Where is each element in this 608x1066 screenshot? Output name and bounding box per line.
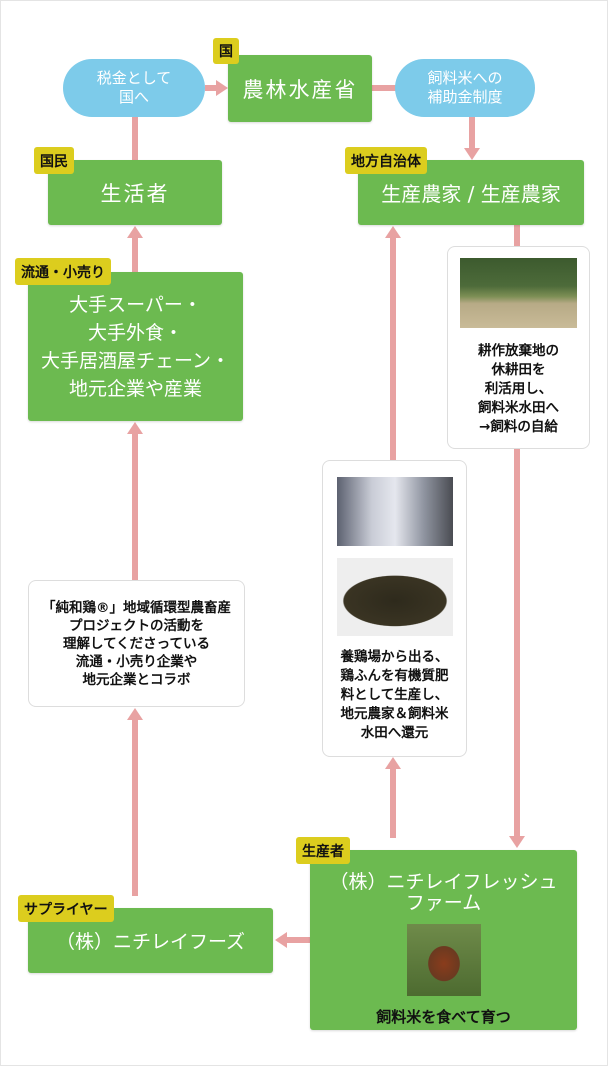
arrow-head-ministry <box>216 80 228 96</box>
chicken-manure-fertilizer-photo <box>336 558 453 636</box>
tax-bubble: 税金として 国へ <box>63 59 205 117</box>
connector-supplier-to-collab <box>132 718 138 896</box>
subsidy-bubble: 飼料米への 補助金制度 <box>395 59 535 117</box>
arrow-head-retail <box>127 422 143 434</box>
producer-tag: 生産者 <box>296 837 350 864</box>
manure-note-text: 養鶏場から出る、 鶏ふんを有機質肥 料として生産し、 地元農家＆飼料米 水田へ還… <box>340 649 449 741</box>
connector-collab-to-retail <box>132 432 138 581</box>
farmland-note-text: 耕作放棄地の 休耕田を 利活用し、 飼料米水田へ →飼料の自給 <box>478 343 559 435</box>
ministry-tag: 国 <box>213 38 239 64</box>
composting-machine-photo <box>336 477 453 546</box>
arrow-head-farmers-up <box>385 226 401 238</box>
connector-manure-to-farmers <box>390 237 396 461</box>
connector-tax-to-citizens <box>132 115 138 162</box>
retail-label: 大手スーパー・ 大手外食・ 大手居酒屋チェーン・ 地元企業や産業 <box>40 293 231 400</box>
connector-ministry-to-subsidy <box>372 85 396 91</box>
chicken-photo <box>406 924 481 996</box>
connector-tax-to-ministry <box>205 85 217 91</box>
supplier-tag: サプライヤー <box>18 895 114 922</box>
collab-note-box: 「純和鶏®」地域循環型農畜産 プロジェクトの活動を 理解してくださっている 流通… <box>28 580 245 707</box>
producer-label: （株）ニチレイフレッシュ ファーム <box>329 871 558 914</box>
citizens-box: 生活者 <box>48 160 222 225</box>
collab-note-text: 「純和鶏®」地域循環型農畜産 プロジェクトの活動を 理解してくださっている 流通… <box>42 599 231 688</box>
retail-tag: 流通・小売り <box>15 258 111 285</box>
citizens-label: 生活者 <box>100 181 170 206</box>
ministry-box: 農林水産省 <box>228 55 372 122</box>
supplier-label: （株）ニチレイフーズ <box>55 931 246 953</box>
ministry-label: 農林水産省 <box>242 77 358 102</box>
connector-farmers-to-farmland <box>514 224 520 248</box>
arrow-head-manure <box>385 757 401 769</box>
connector-farmland-to-producer <box>514 448 520 838</box>
connector-producer-to-supplier <box>286 937 311 943</box>
producer-caption: 飼料米を食べて育つ <box>376 1008 511 1026</box>
connector-producer-to-manure <box>390 768 396 838</box>
connector-retail-to-citizens <box>132 236 138 273</box>
arrow-head-producer <box>509 836 525 848</box>
fallow-field-photo <box>460 258 577 328</box>
farmland-box: 耕作放棄地の 休耕田を 利活用し、 飼料米水田へ →飼料の自給 <box>447 246 590 449</box>
arrow-head-farmers <box>464 148 480 160</box>
local-gov-tag: 地方自治体 <box>345 147 427 174</box>
manure-box: 養鶏場から出る、 鶏ふんを有機質肥 料として生産し、 地元農家＆飼料米 水田へ還… <box>322 460 467 757</box>
farmers-label: 生産農家 / 生産農家 <box>381 182 561 206</box>
citizens-tag: 国民 <box>34 147 74 174</box>
connector-subsidy-to-farmers <box>469 115 475 150</box>
producer-box: （株）ニチレイフレッシュ ファーム 飼料米を食べて育つ <box>310 850 577 1030</box>
retail-box: 大手スーパー・ 大手外食・ 大手居酒屋チェーン・ 地元企業や産業 <box>28 272 243 421</box>
arrow-head-citizens <box>127 226 143 238</box>
arrow-head-supplier <box>275 932 287 948</box>
arrow-head-collab <box>127 708 143 720</box>
